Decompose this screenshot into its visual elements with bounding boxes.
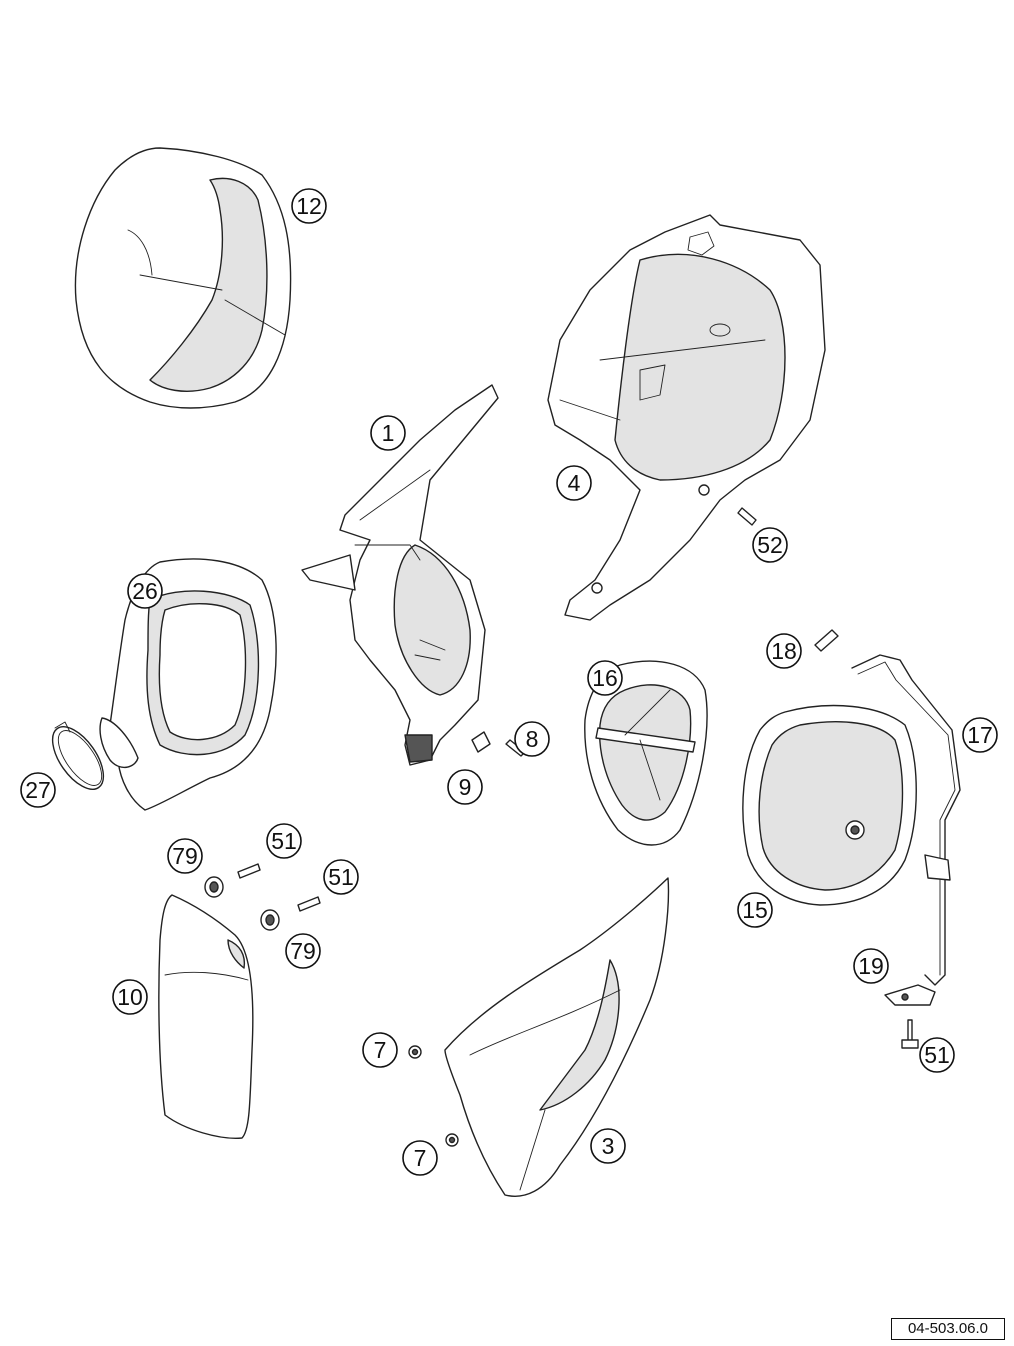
part-filter-cage	[584, 660, 708, 846]
callout-part-3: 3	[590, 1128, 626, 1164]
part-air-filter-cover	[74, 147, 292, 409]
part-nut-7-upper	[408, 1045, 422, 1059]
part-clip-9	[471, 731, 491, 753]
part-pin	[814, 629, 839, 652]
svg-text:79: 79	[290, 938, 316, 964]
callout-part-1: 1	[370, 415, 406, 451]
callout-part-7-upper: 7	[362, 1032, 398, 1068]
part-side-panel	[158, 894, 254, 1139]
callout-part-27: 27	[20, 772, 56, 808]
callout-part-26: 26	[127, 573, 163, 609]
callout-part-52: 52	[752, 527, 788, 563]
svg-text:7: 7	[374, 1037, 387, 1063]
part-latch	[884, 984, 936, 1006]
part-screw-51-middle	[297, 896, 321, 912]
svg-text:52: 52	[757, 532, 783, 558]
part-airbox	[301, 384, 499, 766]
part-screw-51-lower	[901, 1019, 919, 1049]
part-grommet-79-upper	[204, 876, 224, 898]
svg-text:3: 3	[602, 1133, 615, 1159]
callout-part-15: 15	[737, 892, 773, 928]
part-grommet-79-lower	[260, 909, 280, 931]
callout-part-8: 8	[514, 721, 550, 757]
callout-part-4: 4	[556, 465, 592, 501]
callout-part-10: 10	[112, 979, 148, 1015]
svg-text:18: 18	[771, 638, 797, 664]
svg-text:1: 1	[382, 420, 395, 446]
svg-text:8: 8	[526, 726, 539, 752]
svg-text:17: 17	[967, 722, 993, 748]
callout-part-79-lower: 79	[285, 933, 321, 969]
callout-part-9: 9	[447, 769, 483, 805]
svg-text:19: 19	[858, 953, 884, 979]
svg-text:27: 27	[25, 777, 51, 803]
part-air-filter	[742, 704, 917, 906]
diagram-reference-code: 04-503.06.0	[891, 1318, 1005, 1340]
callout-part-12: 12	[291, 188, 327, 224]
callout-part-18: 18	[766, 633, 802, 669]
callout-part-79-upper: 79	[167, 838, 203, 874]
callout-part-19: 19	[853, 948, 889, 984]
callout-part-51-lower: 51	[919, 1037, 955, 1073]
svg-text:7: 7	[414, 1145, 427, 1171]
svg-text:9: 9	[459, 774, 472, 800]
svg-text:12: 12	[296, 193, 322, 219]
svg-text:26: 26	[132, 578, 158, 604]
part-screw-52	[737, 507, 757, 526]
svg-text:16: 16	[592, 665, 618, 691]
callout-part-17: 17	[962, 717, 998, 753]
part-nut-7-lower	[445, 1133, 459, 1147]
svg-text:15: 15	[742, 897, 768, 923]
svg-text:79: 79	[172, 843, 198, 869]
callout-part-51-upper: 51	[266, 823, 302, 859]
svg-text:10: 10	[117, 984, 143, 1010]
svg-text:51: 51	[271, 828, 297, 854]
part-rear-housing	[547, 214, 826, 621]
svg-text:51: 51	[328, 864, 354, 890]
part-side-cover	[444, 877, 670, 1197]
part-hose-clamp	[51, 721, 105, 790]
callout-part-16: 16	[587, 660, 623, 696]
part-filter-frame	[99, 558, 277, 811]
svg-text:51: 51	[924, 1042, 950, 1068]
callout-part-51-middle: 51	[323, 859, 359, 895]
callout-part-7-lower: 7	[402, 1140, 438, 1176]
svg-text:4: 4	[568, 470, 581, 496]
part-screw-51-upper	[237, 863, 261, 879]
